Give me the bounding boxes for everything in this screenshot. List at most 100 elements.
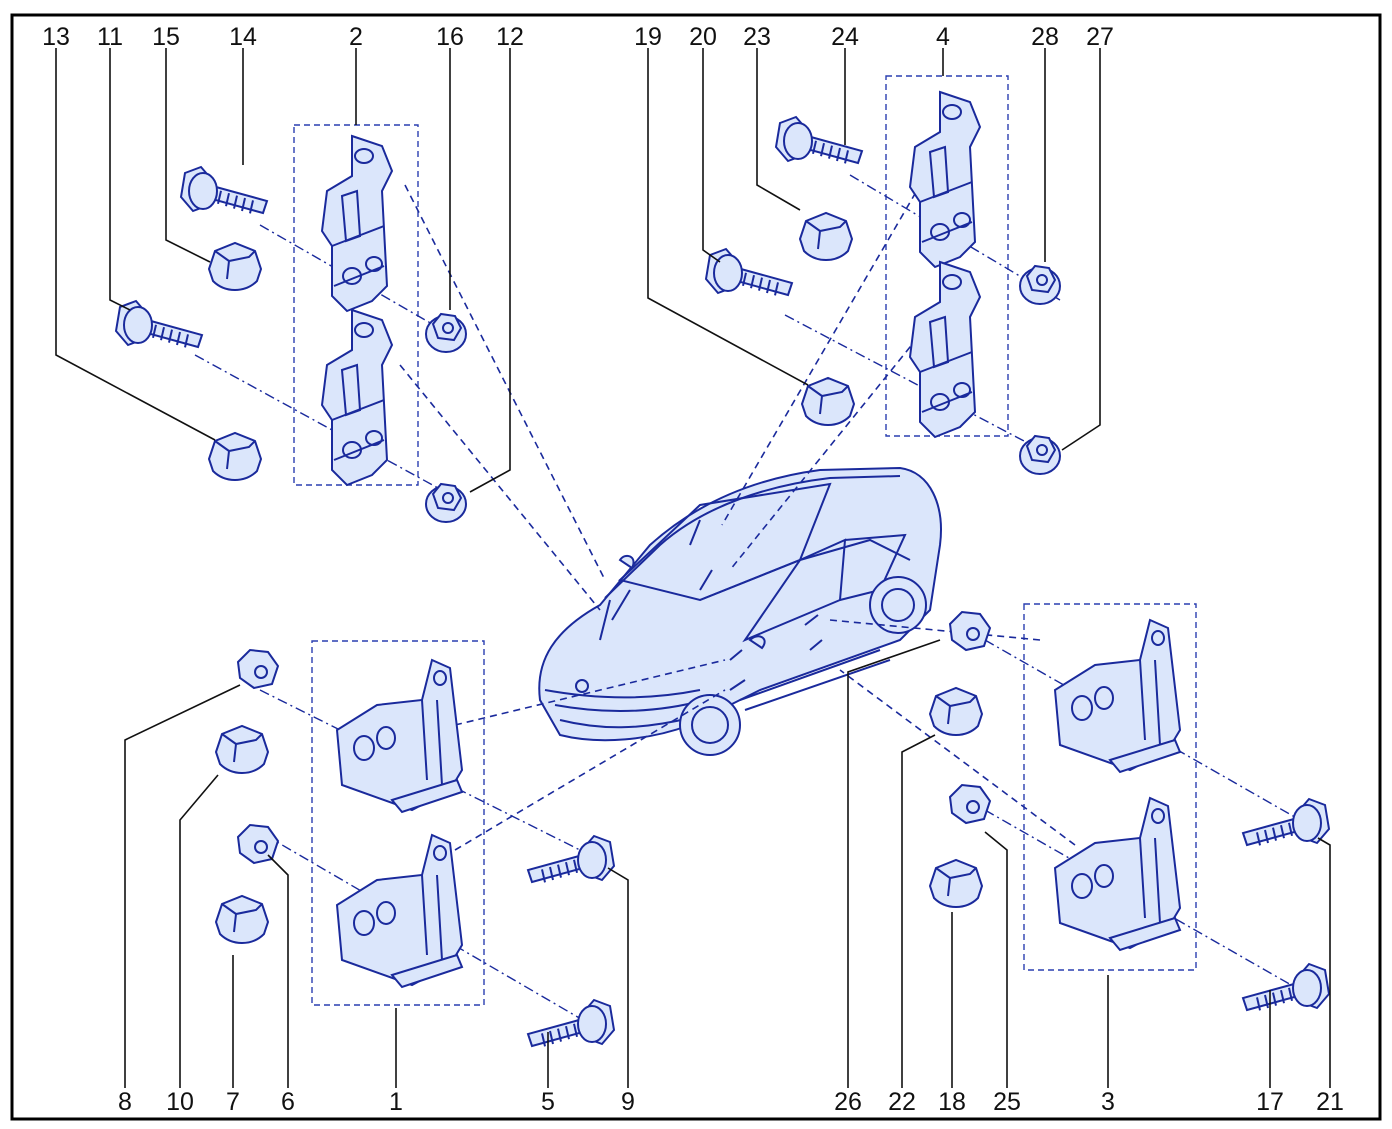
bolt-thread xyxy=(217,190,222,205)
cap-nut xyxy=(214,894,270,944)
bolt-thread xyxy=(573,1023,578,1038)
cap-nut-facets xyxy=(807,385,849,415)
callout-16: 16 xyxy=(436,23,464,51)
hinge-leaf xyxy=(1053,618,1182,772)
flange-nut-hex xyxy=(1025,264,1057,294)
washer-nut xyxy=(236,648,280,690)
hinge-strap xyxy=(1108,916,1182,952)
hinge-strap xyxy=(390,953,464,989)
bolt-thread xyxy=(758,277,763,291)
callout-20: 20 xyxy=(689,23,717,51)
bolt-thread xyxy=(249,200,254,214)
callout-21: 21 xyxy=(1316,1088,1344,1116)
callout-12: 12 xyxy=(496,23,524,51)
flange-nut-hole xyxy=(442,492,454,504)
bolt-thread xyxy=(225,192,230,207)
hinge-hole xyxy=(1094,686,1114,710)
cap-nut-facets xyxy=(935,695,977,725)
callout-7: 7 xyxy=(226,1088,240,1116)
cap-nut-facets xyxy=(221,903,263,933)
assembly-axis xyxy=(259,689,601,861)
bolt-thread xyxy=(836,147,841,162)
car-illustration xyxy=(538,466,942,756)
callout-17: 17 xyxy=(1256,1088,1284,1116)
callout-11: 11 xyxy=(97,23,123,51)
bolt-thread xyxy=(1280,824,1285,839)
callout-labels: 13 11 15 14 2 16 12 19 20 23 24 4 28 27 … xyxy=(42,23,1344,1116)
hinge-hole xyxy=(376,726,396,750)
hinge-edge xyxy=(919,181,973,243)
flange-nut-hex xyxy=(1025,434,1057,464)
bolt-thread xyxy=(1272,827,1277,841)
bolt-flange xyxy=(188,172,218,210)
washer-nut-hole xyxy=(966,627,980,641)
bolt-thread xyxy=(549,1030,554,1045)
hinge-leaf xyxy=(335,833,464,987)
hinge-hole xyxy=(376,901,396,925)
bolt-flange xyxy=(713,254,743,292)
hinge-hole xyxy=(433,670,447,686)
cap-nut-facets xyxy=(935,867,977,897)
bolt-thread xyxy=(160,326,165,341)
callout-1: 1 xyxy=(389,1088,403,1116)
bolt-thread xyxy=(233,195,238,209)
hinge-leaf xyxy=(908,90,982,269)
hinge-strap xyxy=(1108,738,1182,774)
bolt-thread xyxy=(820,142,825,157)
group-box-3 xyxy=(1023,603,1197,971)
cap-nut xyxy=(207,431,263,481)
bolt-thread xyxy=(241,197,246,212)
bolt-thread xyxy=(168,329,173,343)
flange-nut-hex xyxy=(431,482,463,512)
cap-nut xyxy=(798,211,854,261)
callout-19: 19 xyxy=(634,23,662,51)
callout-28: 28 xyxy=(1031,23,1059,51)
assembly-axis xyxy=(264,834,601,1031)
hinge-hole xyxy=(942,274,962,290)
washer-nut xyxy=(236,823,280,865)
callout-4: 4 xyxy=(936,23,950,51)
callout-2: 2 xyxy=(349,23,363,51)
hinge-leaf xyxy=(335,658,464,812)
cap-nut xyxy=(214,724,270,774)
cap-nut-facets xyxy=(214,250,256,280)
bolt-thread xyxy=(812,140,817,155)
bolt-thread xyxy=(549,866,554,881)
diagram-frame xyxy=(10,13,1382,1121)
bolt-flange xyxy=(123,306,153,344)
hinge-hole xyxy=(354,322,374,338)
callout-10: 10 xyxy=(166,1088,194,1116)
bolt-thread xyxy=(557,864,562,878)
hinge-hole xyxy=(1071,873,1093,899)
hinge-hole xyxy=(1151,630,1165,646)
cap-nut-facets xyxy=(214,440,256,470)
hinge-leaf xyxy=(320,308,394,487)
hinge-leaf xyxy=(908,260,982,439)
callout-13: 13 xyxy=(42,23,70,51)
bolt-thread xyxy=(766,279,771,294)
bolt-thread xyxy=(750,274,755,289)
group-box-4 xyxy=(885,75,1009,437)
hinge-hole xyxy=(1071,695,1093,721)
cap-nut xyxy=(207,241,263,291)
bolt-thread xyxy=(541,869,546,883)
bolt-flange xyxy=(1292,804,1322,842)
bolt-thread xyxy=(565,861,570,876)
bolt-flange xyxy=(577,841,607,879)
bolt-thread xyxy=(828,145,833,159)
hinge-pin xyxy=(1139,837,1161,924)
hinge-edge xyxy=(331,225,385,287)
hinge-hole xyxy=(353,735,375,761)
hinge-edge xyxy=(919,351,973,413)
bolt-thread xyxy=(742,272,747,287)
callout-27: 27 xyxy=(1086,23,1114,51)
hinge-hole xyxy=(1151,808,1165,824)
cap-nut xyxy=(800,376,856,426)
bolt-flange xyxy=(783,122,813,160)
bolt-thread xyxy=(1264,829,1269,844)
callout-22: 22 xyxy=(888,1088,916,1116)
hinge-hole xyxy=(433,845,447,861)
callout-26: 26 xyxy=(834,1088,862,1116)
bolt-thread xyxy=(565,1025,570,1040)
